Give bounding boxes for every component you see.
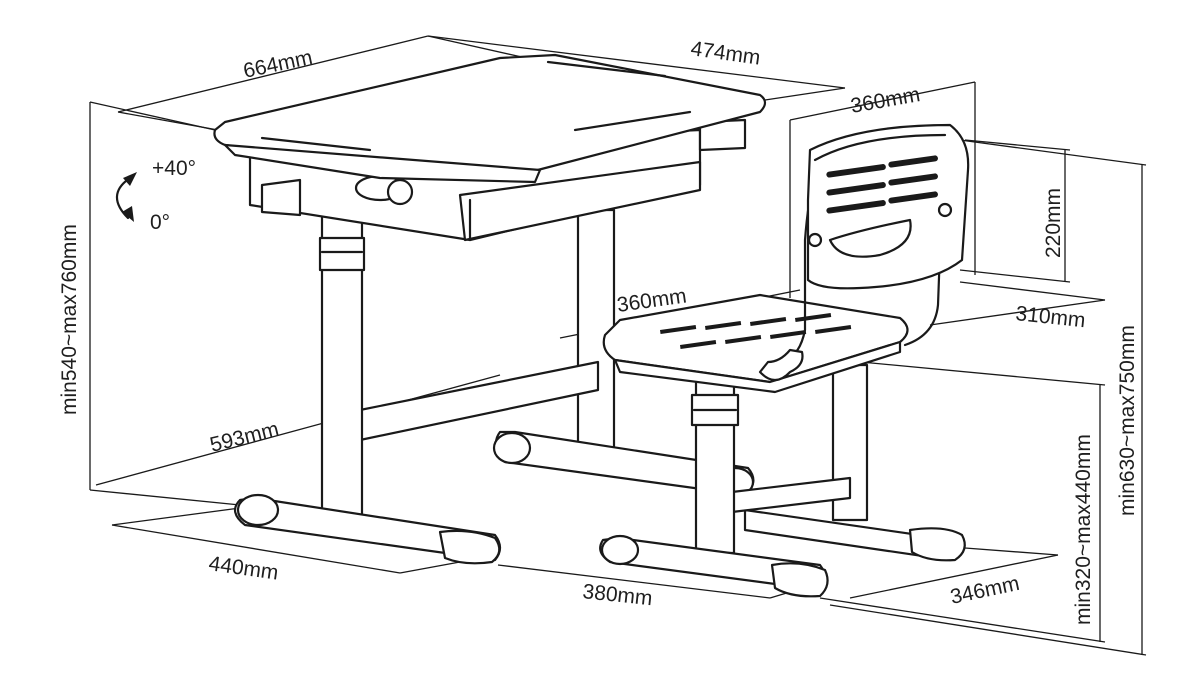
chair-back-frame-right	[903, 248, 942, 347]
desk-top	[213, 53, 767, 174]
chair-base-depth-label: 346mm	[948, 572, 1021, 609]
desk-tilt-max-label: +40°	[152, 157, 196, 180]
desk-base-width-label: 440mm	[207, 552, 280, 585]
chair-back-top-height-range-label: min630~max750mm	[1116, 325, 1139, 516]
chair-back-height-label: 220mm	[1042, 188, 1065, 258]
chair-seat-depth-label: 310mm	[1014, 302, 1086, 332]
desk-height-clamp	[318, 236, 366, 272]
backrest-slots	[826, 155, 938, 214]
desk-front-column	[320, 183, 364, 517]
desk-width-label: 664mm	[241, 46, 314, 83]
seat-slots	[660, 312, 852, 349]
desk	[213, 53, 767, 565]
backrest-handle	[828, 218, 912, 258]
chair	[599, 123, 970, 598]
desk-tilt-min-label: 0°	[150, 211, 170, 234]
chair-base-width-label: 380mm	[581, 580, 653, 610]
tilt-arrow-icon	[115, 172, 137, 222]
chair-seat-height-range-label: min320~max440mm	[1072, 434, 1095, 625]
desk-depth-label: 474mm	[689, 37, 762, 70]
desk-rear-column	[576, 208, 616, 452]
desk-footprint-depth-label: 593mm	[208, 418, 282, 457]
desk-crossbar	[358, 360, 600, 442]
desk-height-range-label: min540~max760mm	[58, 224, 81, 415]
tilt-bracket	[260, 178, 302, 217]
chair-back-width-label: 360mm	[849, 83, 922, 118]
